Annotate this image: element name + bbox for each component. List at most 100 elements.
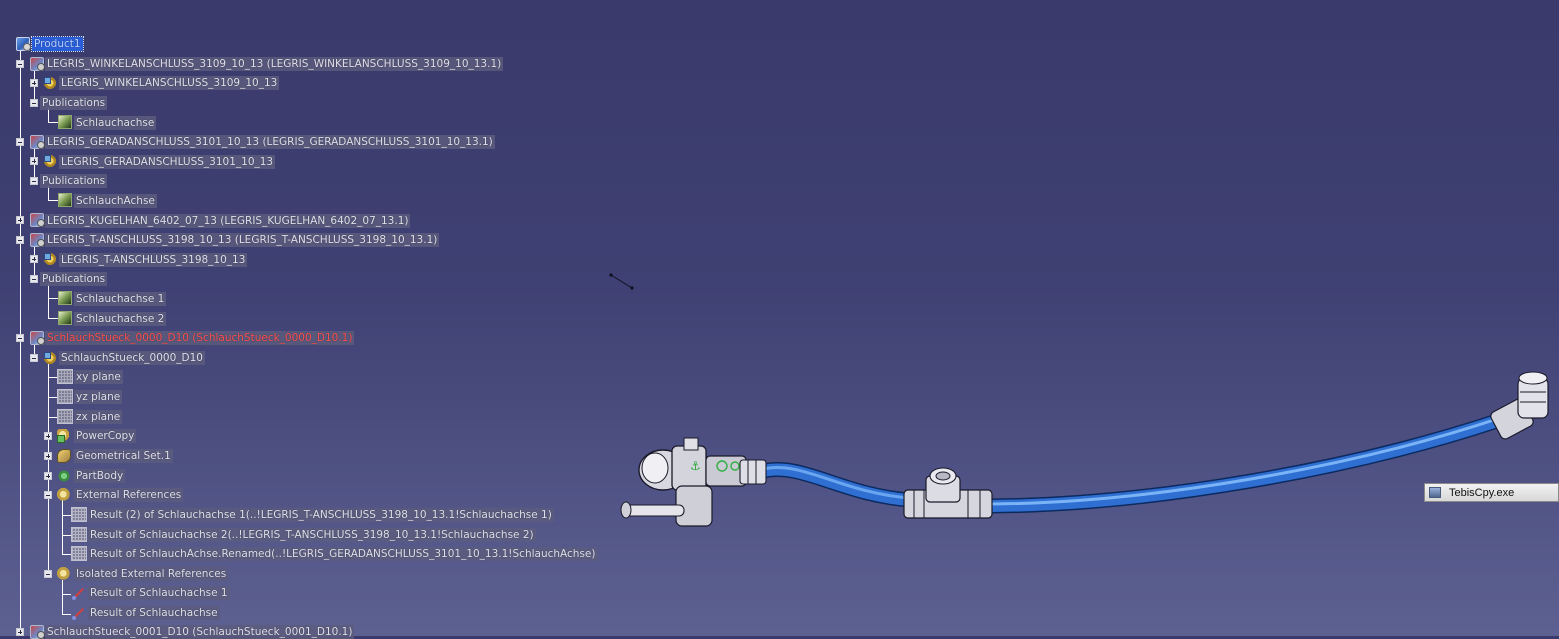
- tree-node-label[interactable]: SchlauchStueck_0001_D10 (SchlauchStueck_…: [45, 625, 355, 639]
- tree-node-label[interactable]: LEGRIS_WINKELANSCHLUSS_3109_10_13: [59, 76, 280, 90]
- tree-node-label[interactable]: Result of SchlauchAchse.Renamed(..!LEGRI…: [88, 547, 598, 561]
- publication-icon: [58, 115, 72, 129]
- isolated-references-icon: [57, 567, 71, 581]
- tree-node-label[interactable]: LEGRIS_WINKELANSCHLUSS_3109_10_13 (LEGRI…: [45, 57, 504, 71]
- product-icon: [16, 37, 31, 51]
- isolated-result-icon: [71, 586, 85, 600]
- tree-connector: [34, 70, 35, 104]
- tree-node-label[interactable]: Geometrical Set.1: [74, 449, 173, 463]
- tree-node-label[interactable]: LEGRIS_GERADANSCHLUSS_3101_10_13 (LEGRIS…: [45, 135, 495, 149]
- tree-node-label[interactable]: zx plane: [74, 410, 123, 424]
- tree-node-label[interactable]: SchlauchAchse: [74, 194, 157, 208]
- tree-connector: [48, 397, 57, 398]
- tree-node-label[interactable]: LEGRIS_T-ANSCHLUSS_3198_10_13 (LEGRIS_T-…: [45, 233, 440, 247]
- collapse-toggle[interactable]: [16, 236, 24, 244]
- tree-node-label[interactable]: PowerCopy: [74, 429, 137, 443]
- publication-icon: [58, 193, 72, 207]
- tree-node-label[interactable]: Schlauchachse: [74, 116, 157, 130]
- isolated-result-icon: [71, 606, 85, 620]
- tree-node-label[interactable]: Publications: [40, 272, 108, 286]
- collapse-toggle[interactable]: [30, 354, 38, 362]
- collapse-toggle[interactable]: [16, 334, 24, 342]
- partbody-icon: [57, 469, 71, 483]
- tree-connector: [48, 122, 58, 123]
- tree-connector: [34, 344, 35, 358]
- expand-toggle[interactable]: [30, 157, 38, 165]
- component-icon: [30, 213, 45, 227]
- tree-connector: [48, 377, 57, 378]
- expand-toggle[interactable]: [16, 628, 24, 636]
- component-icon: [30, 625, 45, 639]
- 3d-viewport[interactable]: ⚓: [600, 0, 1559, 636]
- tree-connector: [62, 515, 71, 516]
- collapse-toggle[interactable]: [30, 177, 38, 185]
- collapse-toggle[interactable]: [44, 570, 52, 578]
- result-icon: [71, 507, 87, 522]
- tree-connector: [62, 580, 63, 614]
- tree-connector: [48, 417, 57, 418]
- tree-connector: [62, 614, 71, 615]
- tree-connector: [20, 50, 21, 636]
- collapse-toggle[interactable]: [44, 491, 52, 499]
- expand-toggle[interactable]: [30, 79, 38, 87]
- collapse-toggle[interactable]: [16, 138, 24, 146]
- part-gear-icon: [43, 154, 57, 168]
- tree-node-label[interactable]: LEGRIS_GERADANSCHLUSS_3101_10_13: [59, 155, 276, 169]
- expand-toggle[interactable]: [44, 432, 52, 440]
- tree-connector: [62, 554, 71, 555]
- tree-node-label[interactable]: Product1: [31, 36, 84, 52]
- tree-connector: [48, 200, 58, 201]
- tree-node-label[interactable]: Result of Schlauchachse 2(..!LEGRIS_T-AN…: [88, 528, 536, 542]
- tree-node-label[interactable]: Schlauchachse 1: [74, 292, 167, 306]
- plane-icon: [57, 369, 73, 384]
- tree-connector: [34, 246, 35, 280]
- tree-node-label[interactable]: Result of Schlauchachse 1: [88, 586, 230, 600]
- plane-icon: [57, 409, 73, 424]
- hose-assembly[interactable]: [752, 412, 1508, 514]
- specification-tree[interactable]: Product1 LEGRIS_WINKELANSCHLUSS_3109_10_…: [0, 0, 600, 639]
- tree-connector: [62, 594, 71, 595]
- tree-node-label[interactable]: xy plane: [74, 370, 123, 384]
- plane-icon: [57, 389, 73, 404]
- tree-node-label[interactable]: Publications: [40, 96, 108, 110]
- tree-node-label[interactable]: Publications: [40, 174, 108, 188]
- tree-connector: [48, 298, 58, 299]
- tree-node-label[interactable]: Result of Schlauchachse: [88, 606, 220, 620]
- ball-valve-fitting[interactable]: ⚓: [620, 437, 767, 527]
- taskbar-item-tebiscpy[interactable]: TebisCpy.exe: [1424, 483, 1559, 502]
- expand-toggle[interactable]: [44, 472, 52, 480]
- tree-connector: [62, 500, 63, 554]
- component-icon: [30, 233, 45, 247]
- tree-node-label[interactable]: Isolated External References: [74, 567, 229, 581]
- component-icon: [30, 331, 45, 345]
- tree-connector: [34, 148, 35, 182]
- tree-node-label[interactable]: Result (2) of Schlauchachse 1(..!LEGRIS_…: [88, 508, 554, 522]
- component-icon: [30, 57, 45, 71]
- publication-icon: [58, 311, 72, 325]
- tree-node-label[interactable]: PartBody: [74, 469, 126, 483]
- tree-node-label[interactable]: yz plane: [74, 390, 123, 404]
- collapse-toggle[interactable]: [30, 99, 38, 107]
- tree-connector: [48, 318, 58, 319]
- expand-toggle[interactable]: [30, 255, 38, 263]
- elbow-connector-fitting[interactable]: [1489, 371, 1549, 441]
- tree-node-label[interactable]: SchlauchStueck_0000_D10 (SchlauchStueck_…: [45, 331, 355, 345]
- expand-toggle[interactable]: [44, 452, 52, 460]
- external-references-icon: [57, 488, 71, 502]
- expand-toggle[interactable]: [16, 216, 24, 224]
- tree-node-label[interactable]: LEGRIS_T-ANSCHLUSS_3198_10_13: [59, 253, 248, 267]
- tree-connector: [62, 535, 71, 536]
- axis-element[interactable]: [609, 273, 634, 290]
- t-connector-fitting[interactable]: [903, 467, 993, 519]
- result-icon: [71, 527, 87, 542]
- tree-node-label[interactable]: LEGRIS_KUGELHAN_6402_07_13 (LEGRIS_KUGEL…: [45, 214, 411, 228]
- tree-node-label[interactable]: External References: [74, 488, 184, 502]
- tree-connector: [48, 186, 49, 200]
- tree-node-label[interactable]: SchlauchStueck_0000_D10: [59, 351, 205, 365]
- svg-text:⚓: ⚓: [690, 459, 701, 473]
- collapse-toggle[interactable]: [30, 275, 38, 283]
- geometrical-set-icon: [57, 449, 71, 463]
- tree-node-label[interactable]: Schlauchachse 2: [74, 312, 167, 326]
- collapse-toggle[interactable]: [16, 60, 24, 68]
- part-gear-icon: [43, 351, 57, 365]
